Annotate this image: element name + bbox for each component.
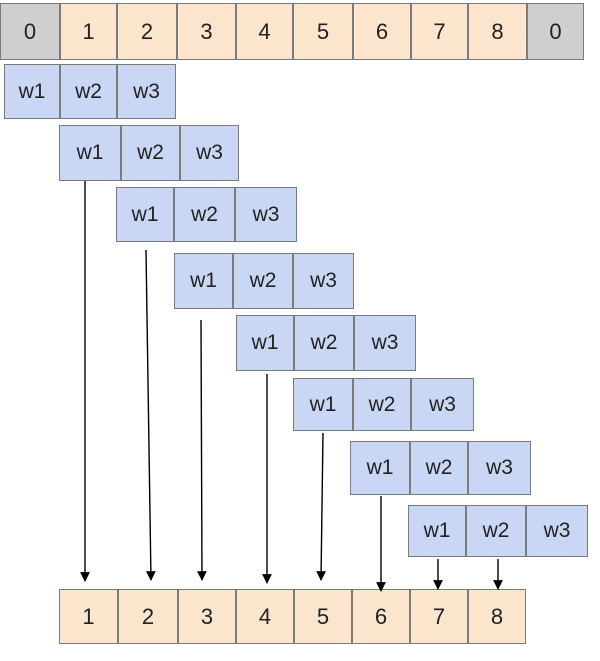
output-cell-7: 7 [410, 589, 468, 644]
kernel-w1: w1 [4, 64, 60, 119]
input-cell-6: 6 [353, 3, 411, 60]
kernel-w3: w3 [526, 505, 588, 557]
kernel-w2: w2 [60, 64, 117, 119]
input-cell-4: 4 [236, 3, 293, 60]
input-cell-3: 3 [177, 3, 236, 60]
input-cell-padding-right: 0 [527, 3, 584, 60]
input-cell-padding-left: 0 [0, 3, 60, 60]
kernel-w1: w1 [59, 125, 121, 181]
kernel-w2: w2 [233, 253, 293, 309]
arrow-5 [316, 432, 327, 581]
kernel-w2: w2 [466, 505, 526, 557]
kernel-w1: w1 [408, 505, 466, 557]
kernel-w1: w1 [350, 441, 410, 495]
output-cell-6: 6 [352, 589, 410, 644]
output-cell-5: 5 [294, 589, 352, 644]
kernel-w2: w2 [121, 125, 180, 181]
kernel-w3: w3 [354, 315, 416, 371]
kernel-w1: w1 [174, 253, 233, 309]
input-cell-8: 8 [468, 3, 527, 60]
kernel-w2: w2 [353, 378, 411, 431]
output-cell-2: 2 [118, 589, 178, 644]
output-cell-8: 8 [468, 589, 526, 644]
input-cell-5: 5 [293, 3, 353, 60]
kernel-w3: w3 [117, 64, 176, 119]
kernel-w2: w2 [174, 187, 235, 242]
kernel-w2: w2 [410, 441, 468, 495]
input-cell-7: 7 [411, 3, 468, 60]
output-cell-1: 1 [59, 589, 118, 644]
kernel-w1: w1 [293, 378, 353, 431]
kernel-w3: w3 [180, 125, 239, 181]
kernel-w3: w3 [293, 253, 354, 309]
kernel-w3: w3 [411, 378, 474, 431]
output-cell-3: 3 [178, 589, 236, 644]
kernel-w1: w1 [116, 187, 174, 242]
input-cell-2: 2 [117, 3, 177, 60]
kernel-w2: w2 [294, 315, 354, 371]
arrow-2 [145, 249, 156, 581]
input-cell-1: 1 [60, 3, 117, 60]
kernel-w3: w3 [235, 187, 297, 242]
arrow-3 [197, 319, 207, 581]
kernel-w1: w1 [236, 315, 294, 371]
kernel-w3: w3 [468, 441, 531, 495]
output-cell-4: 4 [236, 589, 294, 644]
